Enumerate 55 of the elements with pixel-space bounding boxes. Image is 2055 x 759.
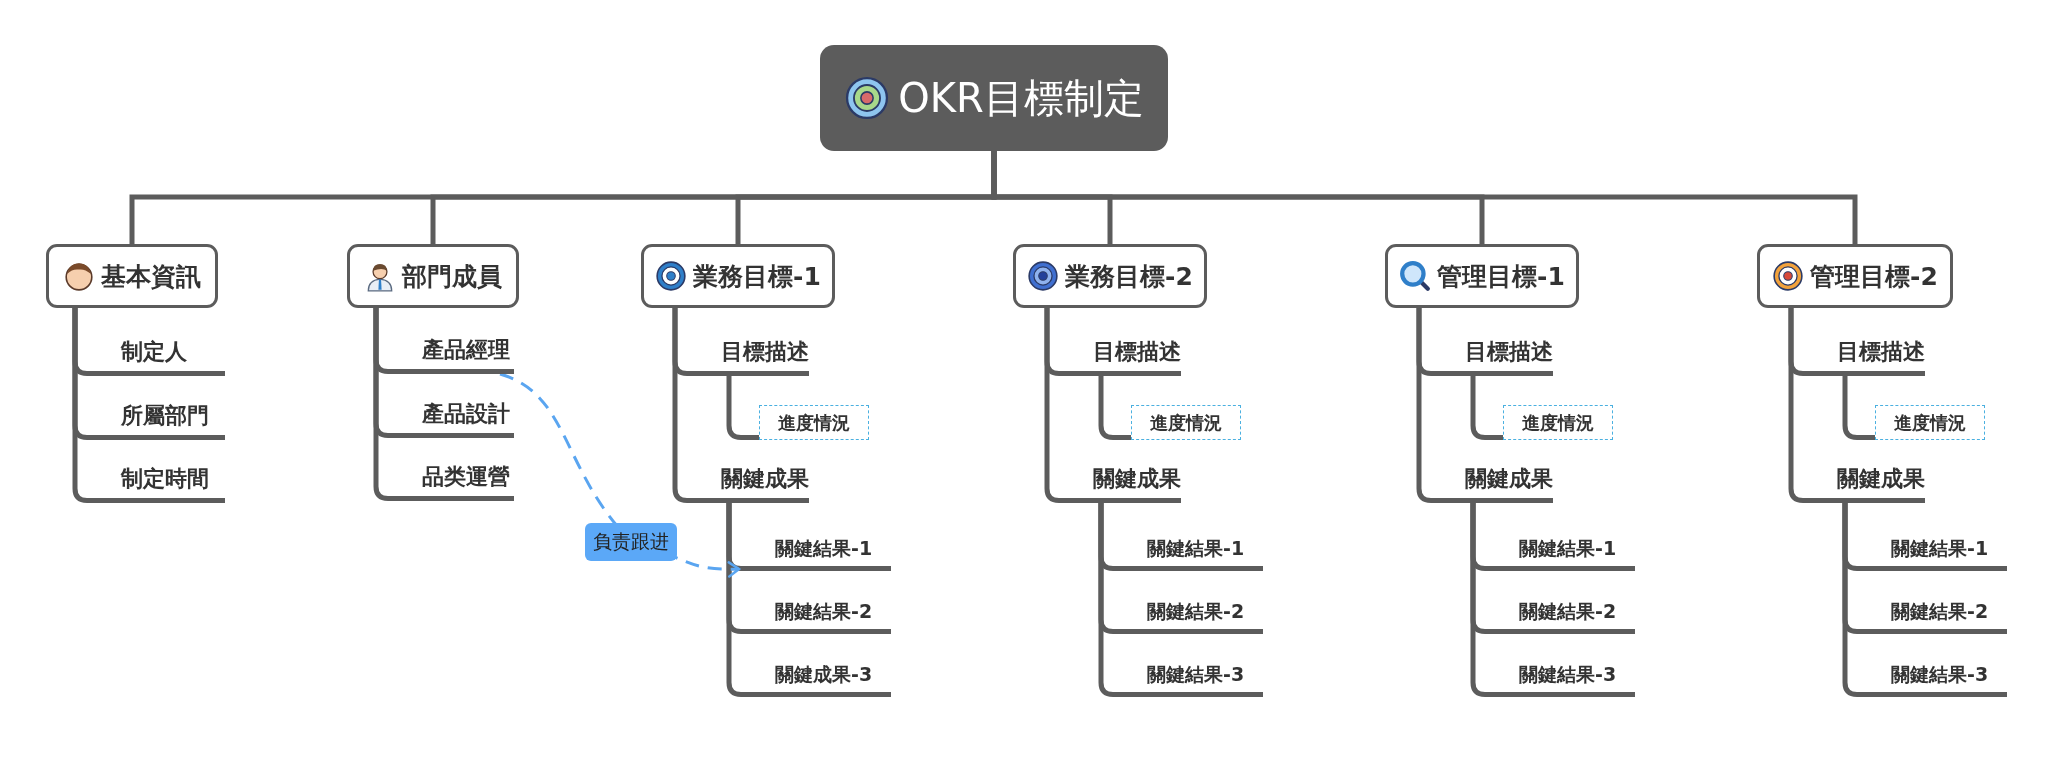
branch-label: 關鍵結果-3 — [1113, 659, 1263, 697]
branch-label: 關鍵結果-2 — [741, 596, 891, 634]
branch-label: 關鍵結果-3 — [1857, 659, 2007, 697]
branch-line — [1044, 308, 1062, 503]
branch-label: 產品經理 — [388, 334, 514, 374]
branch-label: 關鍵結果-1 — [1113, 533, 1263, 571]
topic-title: 管理目標-1 — [1437, 260, 1565, 293]
branch-label: 產品設計 — [388, 398, 514, 438]
topic-box — [641, 244, 835, 308]
branch-label: 關鍵成果 — [1803, 463, 1925, 503]
subtopic-box: 進度情況 — [1131, 405, 1241, 440]
branch-label: 關鍵結果-1 — [1857, 533, 2007, 571]
branch-label: 關鍵結果-1 — [1485, 533, 1635, 571]
branch-line — [1788, 308, 1806, 503]
topic-box — [1013, 244, 1207, 308]
subtopic-box: 進度情況 — [1875, 405, 1985, 440]
edge-label: 負责跟进 — [585, 522, 678, 561]
branch-line — [72, 308, 90, 503]
branch-label: 關鍵結果-2 — [1113, 596, 1263, 634]
topic-title: 基本資訊 — [101, 260, 201, 293]
subtopic-box: 進度情況 — [1503, 405, 1613, 440]
branch-label: 關鍵成果 — [1059, 463, 1181, 503]
branch-label: 目標描述 — [1059, 336, 1181, 376]
topic-box — [1757, 244, 1953, 308]
branch-label: 關鍵成果 — [1431, 463, 1553, 503]
branch-line — [726, 503, 744, 697]
branch-label: 制定時間 — [87, 463, 225, 503]
branch-line — [373, 308, 391, 501]
topic-title: 管理目標-2 — [1810, 260, 1938, 293]
branch-line — [1416, 308, 1434, 503]
branch-label: 品类運營 — [388, 461, 514, 501]
subtopic-box: 進度情況 — [759, 405, 869, 440]
branch-label: 關鍵結果-1 — [741, 533, 891, 571]
root-title: OKR目標制定 — [898, 73, 1144, 123]
topic-title: 部門成員 — [402, 260, 502, 293]
branch-label: 關鍵結果-3 — [1485, 659, 1635, 697]
branch-label: 所屬部門 — [87, 400, 225, 440]
branch-label: 關鍵成果-3 — [741, 659, 891, 697]
topic-title: 業務目標-1 — [693, 260, 821, 293]
root-topic-box — [820, 45, 1168, 151]
branch-line — [1470, 503, 1488, 697]
branch-line — [1842, 503, 1860, 697]
branch-line — [1098, 503, 1116, 697]
branch-label: 目標描述 — [1431, 336, 1553, 376]
branch-label: 目標描述 — [687, 336, 809, 376]
branch-line — [672, 308, 690, 503]
branch-label: 目標描述 — [1803, 336, 1925, 376]
topic-title: 業務目標-2 — [1065, 260, 1193, 293]
branch-label: 關鍵結果-2 — [1857, 596, 2007, 634]
branch-label: 關鍵成果 — [687, 463, 809, 503]
branch-label: 關鍵結果-2 — [1485, 596, 1635, 634]
topic-box — [1385, 244, 1579, 308]
topic-box — [46, 244, 218, 308]
branch-label: 制定人 — [87, 336, 225, 376]
topic-box — [347, 244, 519, 308]
